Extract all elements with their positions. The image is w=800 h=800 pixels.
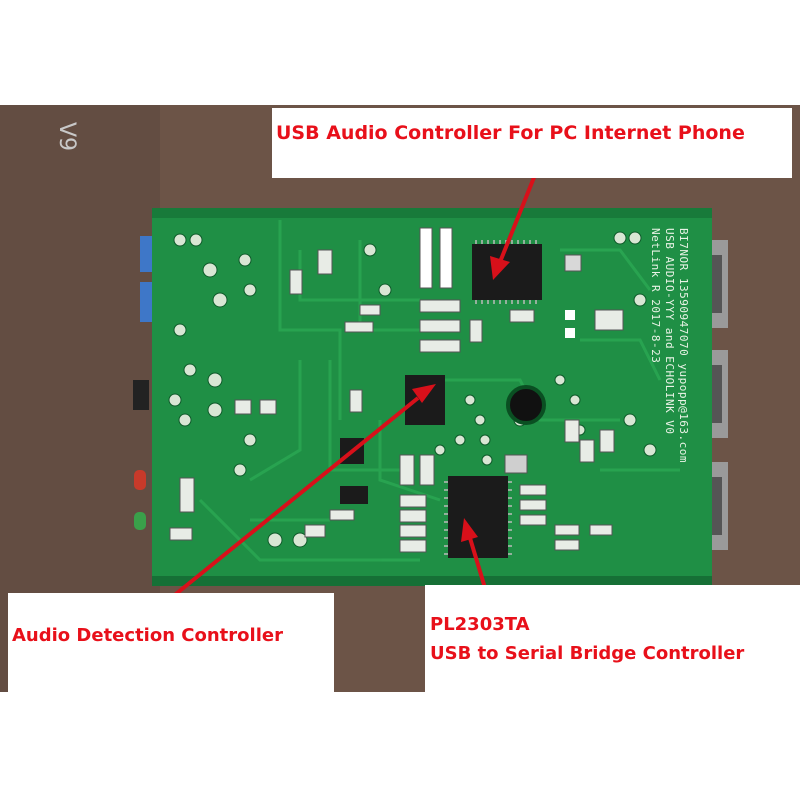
side-switch bbox=[133, 380, 149, 410]
smd-components bbox=[169, 227, 624, 553]
annotation-arrows bbox=[148, 169, 539, 617]
pl2303-name-label: PL2303TA bbox=[430, 614, 530, 635]
arrow-pl2303 bbox=[468, 537, 487, 589]
top-white-band bbox=[0, 0, 800, 105]
audio-detection-ic bbox=[405, 375, 445, 425]
silkscreen-line-1: BI7NOR 13590947070 yupopp@163.com bbox=[677, 228, 690, 464]
silkscreen-line-3: NetLink R 2017-8-23 bbox=[649, 228, 662, 364]
arrow-audio-detection bbox=[148, 396, 420, 617]
coin-battery bbox=[506, 385, 546, 425]
audio-detection-label-box bbox=[8, 593, 334, 692]
corner-mark: V9 bbox=[54, 121, 80, 152]
bottom-white-band bbox=[0, 692, 800, 800]
pl2303-desc-label: USB to Serial Bridge Controller bbox=[430, 643, 745, 664]
small-ic bbox=[340, 486, 368, 504]
silkscreen-line-2: USB AUDIO-YYY and ECHOLINK V0 bbox=[663, 228, 676, 435]
arrow-usb-audio bbox=[498, 169, 539, 263]
green-led bbox=[134, 512, 146, 530]
pl2303-label-box bbox=[425, 585, 800, 692]
pl2303-ic bbox=[448, 476, 508, 558]
audio-detection-label: Audio Detection Controller bbox=[12, 625, 283, 646]
usb-audio-ic bbox=[472, 244, 542, 300]
red-led bbox=[134, 470, 146, 490]
usb-audio-label-box bbox=[272, 108, 792, 178]
usb-audio-ic-pins bbox=[475, 240, 537, 304]
usb-audio-label: USB Audio Controller For PC Internet Pho… bbox=[276, 122, 745, 144]
